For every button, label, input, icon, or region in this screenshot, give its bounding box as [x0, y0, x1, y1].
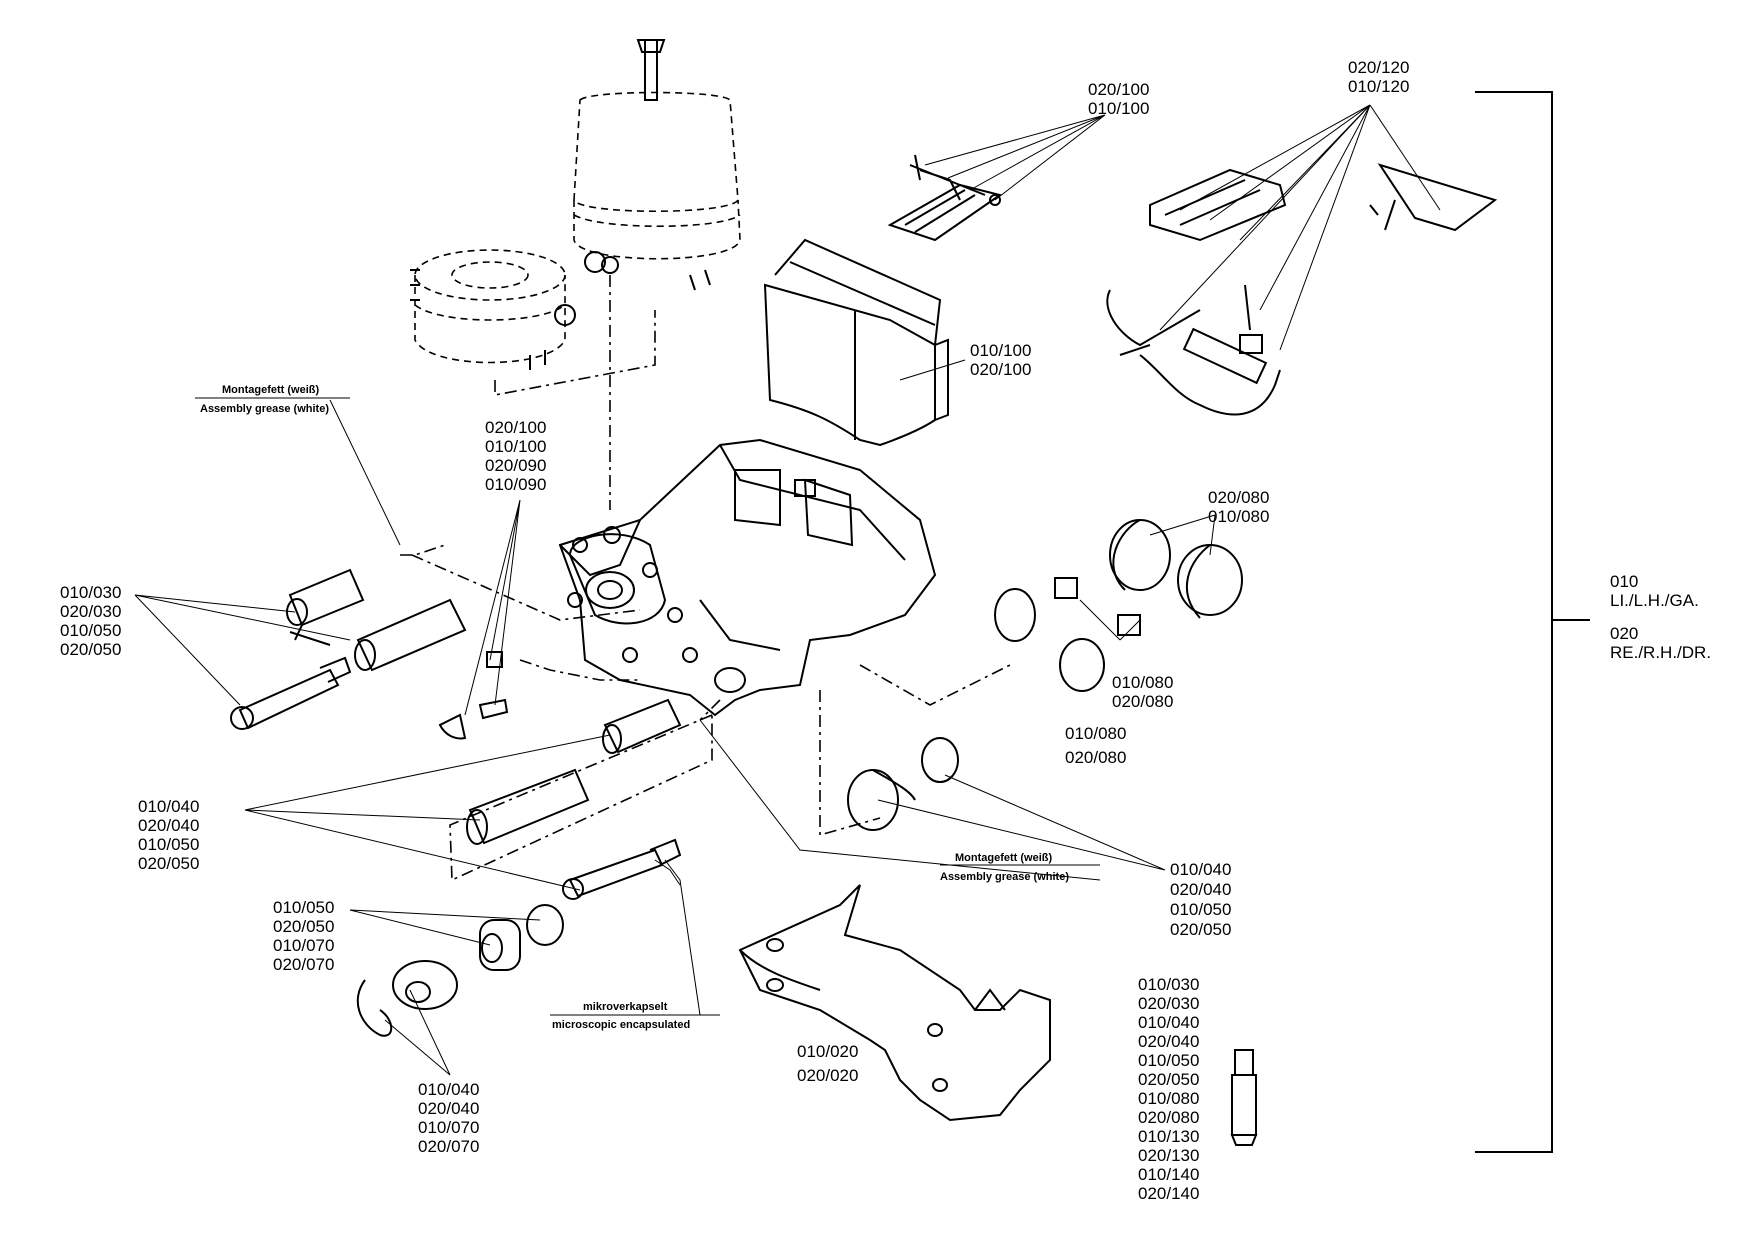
callout-code: 020/040 — [138, 816, 200, 835]
callout-code: 010/070 — [273, 936, 335, 955]
variant-side: RE./R.H./DR. — [1610, 643, 1712, 662]
callout-code: 020/140 — [1138, 1184, 1200, 1203]
callout-right-bushing: 010/040 020/040 010/050 020/050 — [1170, 860, 1231, 940]
callout-code: 010/090 — [485, 475, 547, 494]
callout-boots-lower: 010/080 020/080 — [1065, 722, 1126, 770]
callout-code: 020/120 — [1348, 58, 1410, 77]
callout-code: 010/050 — [1138, 1051, 1200, 1070]
variant-code: 010 — [1610, 572, 1639, 591]
callout-code: 020/080 — [1208, 488, 1270, 507]
callout-code: 010/030 — [1138, 975, 1200, 994]
callout-code: 010/080 — [1112, 673, 1174, 692]
bottom-seal-parts — [356, 904, 564, 1037]
callout-left-sleeve: 010/040 020/040 010/050 020/050 — [138, 797, 199, 873]
caliper-housing — [558, 438, 937, 717]
guide-pin-left — [230, 568, 467, 730]
callout-code: 010/120 — [1348, 77, 1410, 96]
callout-code: 010/080 — [1138, 1089, 1200, 1108]
callout-code: 020/030 — [1138, 994, 1200, 1013]
callout-code: 010/070 — [418, 1118, 480, 1137]
callout-code: 010/050 — [1170, 900, 1232, 919]
callout-code: 010/040 — [418, 1080, 480, 1099]
callout-code: 020/050 — [1170, 920, 1232, 939]
grease-note-right-en: Assembly grease (white) — [940, 871, 1069, 883]
callout-top-clip: 020/100 010/100 — [1088, 80, 1149, 118]
callout-code: 020/050 — [138, 854, 200, 873]
callout-pads: 010/100 020/100 — [970, 341, 1031, 379]
wear-sensor-wire — [1106, 163, 1498, 416]
variant-code: 020 — [1610, 624, 1639, 643]
callout-code: 020/050 — [273, 917, 335, 936]
callout-code: 010/140 — [1138, 1165, 1200, 1184]
grease-note-left-de: Montagefett (weiß) — [222, 384, 320, 396]
callout-code: 010/040 — [1138, 1013, 1200, 1032]
leader-lines — [134, 104, 1441, 1076]
callout-code: 020/050 — [60, 640, 122, 659]
callout-boots-mid: 010/080 020/080 — [1112, 673, 1173, 711]
callout-boots-upper: 020/080 010/080 — [1208, 488, 1269, 526]
callout-code: 020/040 — [1170, 880, 1232, 899]
grease-note-left-en: Assembly grease (white) — [200, 403, 329, 415]
callout-code: 010/040 — [138, 797, 200, 816]
callout-code: 010/050 — [60, 621, 122, 640]
brake-chamber-small — [410, 249, 576, 370]
micro-note-de: mikroverkapselt — [583, 1001, 668, 1013]
callout-code: 010/100 — [1088, 99, 1150, 118]
callout-code: 020/080 — [1138, 1108, 1200, 1127]
callout-code: 020/080 — [1065, 748, 1127, 767]
callout-grease-tube: 010/030 020/030 010/040 020/040 010/050 … — [1138, 975, 1199, 1203]
variant-bracket — [1475, 91, 1590, 1153]
callout-code: 020/130 — [1138, 1146, 1200, 1165]
callout-code: 020/100 — [1088, 80, 1150, 99]
callout-code: 010/080 — [1208, 507, 1270, 526]
callout-code: 020/040 — [1138, 1032, 1200, 1051]
callout-code: 020/100 — [970, 360, 1032, 379]
brake-pads — [763, 238, 949, 447]
callout-code: 010/080 — [1065, 724, 1127, 743]
guide-sleeve-lower — [466, 698, 682, 900]
callout-code: 010/130 — [1138, 1127, 1200, 1146]
brake-chamber — [573, 39, 741, 291]
variant-right-label: 020 RE./R.H./DR. — [1610, 624, 1711, 662]
callout-code: 020/020 — [797, 1066, 859, 1085]
variant-left-label: 010 LI./L.H./GA. — [1610, 572, 1699, 610]
callout-code: 010/020 — [797, 1042, 859, 1061]
brake-carrier — [738, 884, 1051, 1122]
callout-bottom-cap: 010/050 020/050 010/070 020/070 — [273, 898, 334, 974]
callout-bottom-ring: 010/040 020/040 010/070 020/070 — [418, 1080, 479, 1156]
piston-boots — [847, 519, 1243, 831]
callout-code: 020/090 — [485, 456, 547, 475]
callout-code: 010/040 — [1170, 860, 1232, 879]
callout-code: 010/050 — [138, 835, 200, 854]
callout-code: 020/040 — [418, 1099, 480, 1118]
variant-side: LI./L.H./GA. — [1610, 591, 1699, 610]
callout-code: 020/030 — [60, 602, 122, 621]
grease-tube — [1230, 1049, 1258, 1146]
callout-code: 010/100 — [485, 437, 547, 456]
callout-code: 020/070 — [418, 1137, 480, 1156]
callout-code: 020/080 — [1112, 692, 1174, 711]
callout-carrier: 010/020 020/020 — [797, 1040, 858, 1088]
center-clip-parts — [438, 651, 509, 740]
grease-note-right-de: Montagefett (weiß) — [955, 852, 1053, 864]
callout-code: 020/050 — [1138, 1070, 1200, 1089]
callout-center-clips: 020/100 010/100 020/090 010/090 — [485, 418, 546, 494]
callout-code: 010/050 — [273, 898, 335, 917]
callout-code: 010/030 — [60, 583, 122, 602]
callout-top-wire: 020/120 010/120 — [1348, 58, 1409, 96]
micro-note-en: microscopic encapsulated — [552, 1019, 691, 1031]
callout-code: 020/070 — [273, 955, 335, 974]
callout-code: 010/100 — [970, 341, 1032, 360]
callout-left-pin: 010/030 020/030 010/050 020/050 — [60, 583, 121, 659]
callout-code: 020/100 — [485, 418, 547, 437]
pad-retainer-clip — [887, 154, 1003, 242]
